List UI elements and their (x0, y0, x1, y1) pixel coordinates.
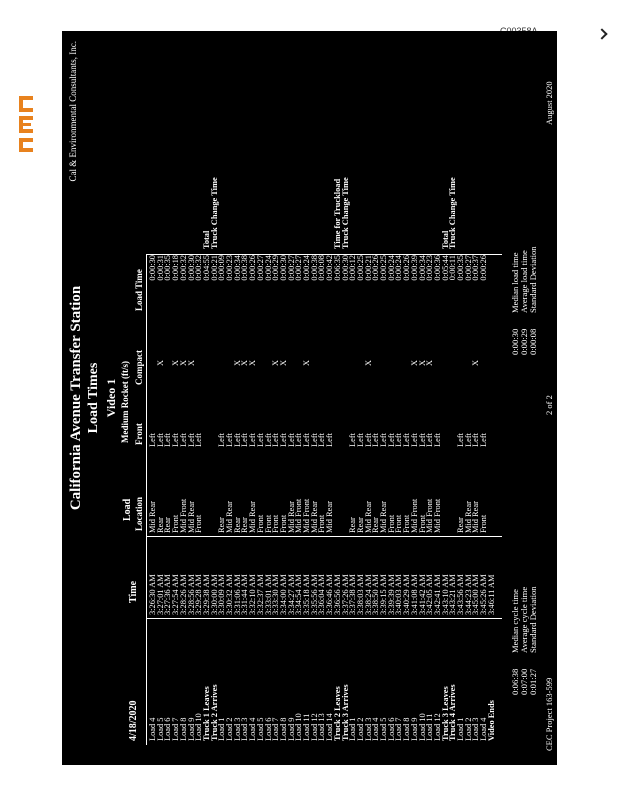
footer-date: August 2020 (544, 81, 554, 125)
sheet-content: Cal & Environmental Consultants, Inc. Ca… (62, 31, 557, 765)
date-header: 4/18/2020 (128, 700, 139, 741)
corner-arrow-icon (596, 28, 608, 40)
row-time: 3:46:11 AM (486, 574, 496, 615)
footer-page: 2 of 2 (544, 395, 554, 415)
video-label: Video 1 (104, 378, 118, 418)
row-label: Video Ends (486, 700, 496, 741)
front-header: Front (134, 423, 144, 445)
summary-label: Standard Deviation (528, 586, 538, 653)
summary-value: 0:01:27 (528, 668, 538, 695)
cec-logo-icon (16, 90, 38, 152)
report-title: California Avenue Transfer Station (68, 285, 84, 511)
summary-label: Standard Deviation (528, 246, 538, 313)
load-time-header: Load Time (134, 269, 144, 311)
footer-project: CEC Project 163-599 (544, 677, 554, 751)
medium-rocket-header: Medium Rocket (ft/s) (120, 361, 130, 443)
summary-value: 0:00:08 (528, 328, 538, 355)
report-subtitle: Load Times (86, 362, 101, 434)
header-divider (146, 255, 147, 745)
time-header: Time (128, 580, 139, 603)
location-header: Location (134, 496, 144, 531)
load-header: Load (122, 498, 133, 521)
compact-header: Compact (134, 350, 144, 385)
rotated-data-sheet: Cal & Environmental Consultants, Inc. Ca… (62, 31, 557, 765)
table-row: Video Ends 3:46:11 AM (487, 31, 497, 765)
